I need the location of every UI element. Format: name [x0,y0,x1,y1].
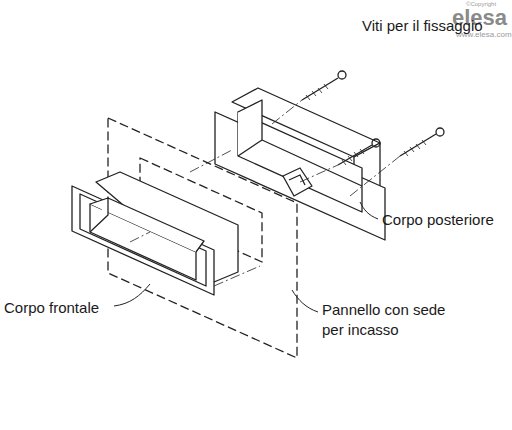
front-body-recess-depth [90,198,204,252]
screw-head [372,139,380,147]
leader-line [114,284,150,306]
leader-lines [114,202,378,312]
centre-line [272,100,302,124]
screw-head [338,71,346,79]
rear-body [215,88,385,240]
fixing-screws [302,71,444,165]
leader-line [292,290,318,312]
centre-line [300,165,338,182]
centre-line [130,150,260,286]
screw-thread [306,84,426,165]
part-label: Corpo posteriore [382,210,510,230]
centre-lines [130,100,400,286]
front-body [72,172,238,295]
part-label: Pannello con sede per incasso [322,300,457,340]
part-label: Viti per il fissaggio [362,16,510,36]
front-body-bezel [72,186,214,295]
rear-body-rib [283,168,312,196]
screw-head [436,128,444,136]
front-body-bezel-inner [80,194,206,286]
leader-line [360,202,378,219]
part-label: Corpo frontale [4,298,124,318]
centre-line [350,156,400,196]
